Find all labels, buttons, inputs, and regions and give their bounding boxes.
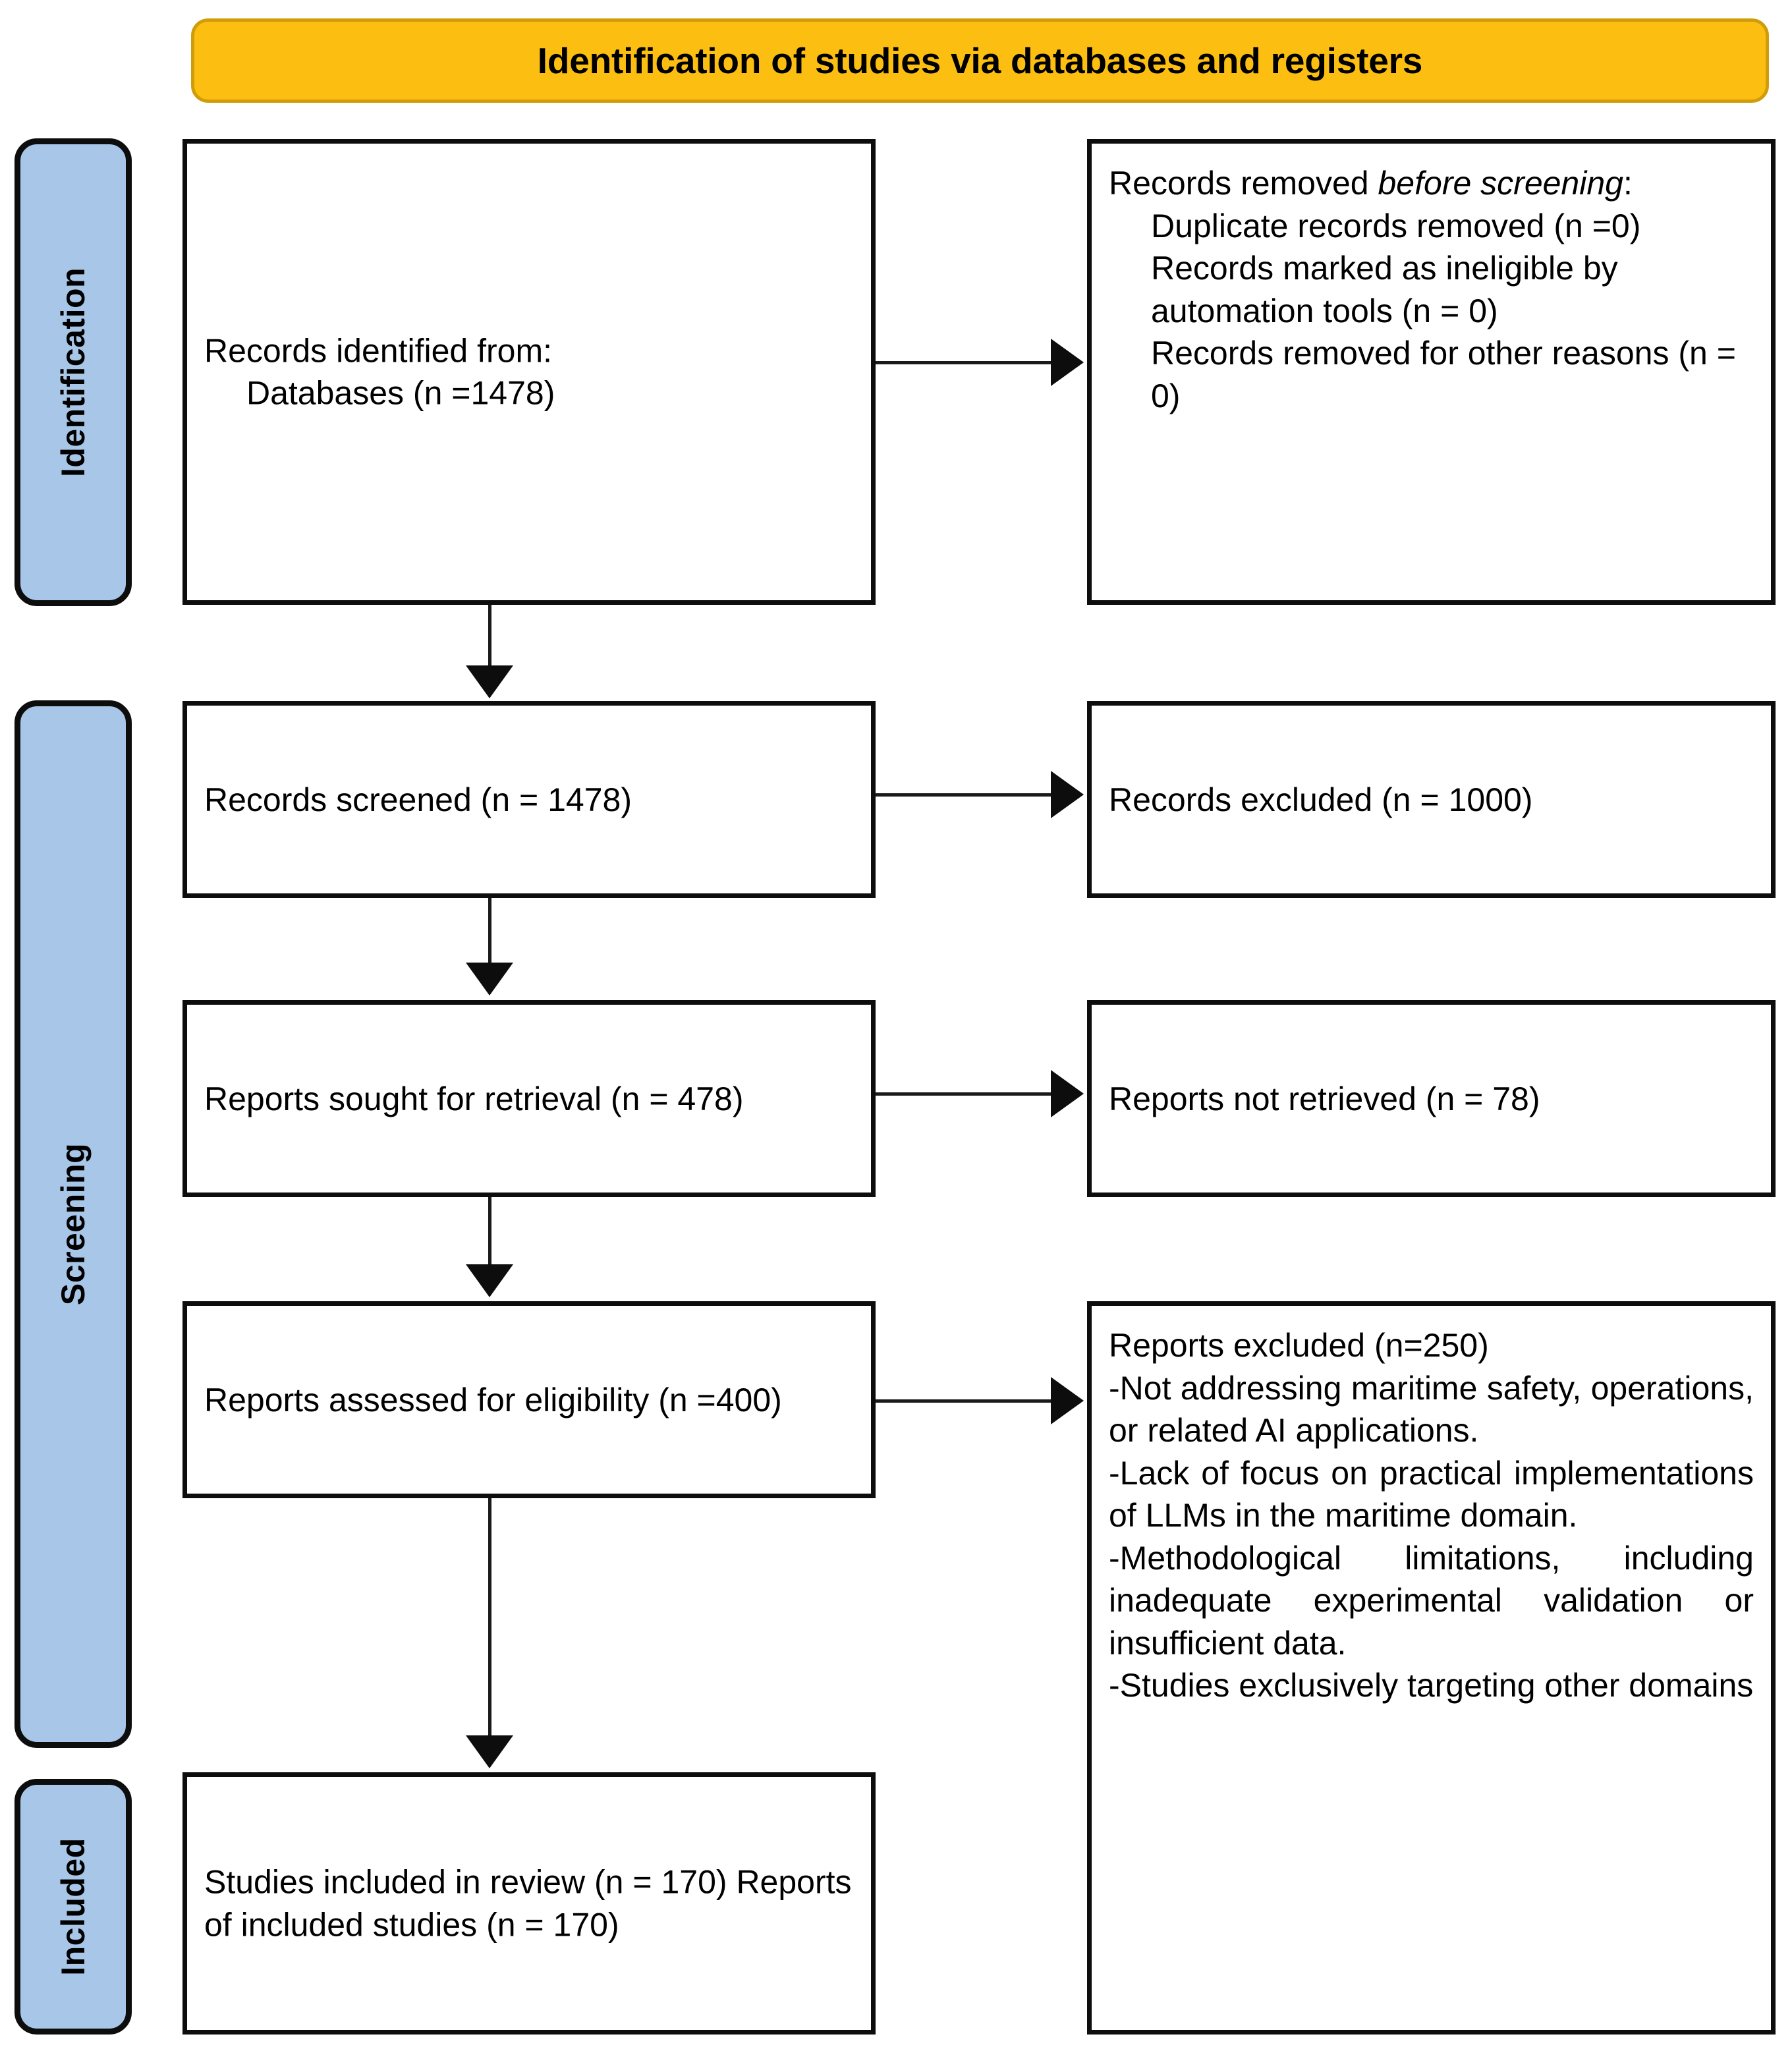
records-removed-item-automation: Records marked as ineligible by automati… (1151, 250, 1618, 329)
box-records-screened: Records screened (n = 1478) (182, 701, 876, 898)
reports-excluded-heading: Reports excluded (n=250) (1109, 1327, 1489, 1364)
reports-excluded-reason-2: -Lack of focus on practical implementati… (1109, 1454, 1754, 1534)
reports-assessed-line2: (n =400) (658, 1381, 782, 1418)
arrow-screened-to-excluded-line (876, 793, 1052, 797)
arrow-sought-to-assessed-line (488, 1197, 491, 1266)
arrow-assessed-to-included-line (488, 1498, 491, 1737)
arrow-identified-to-screened-line (488, 605, 491, 668)
arrow-screened-to-sought-line (488, 898, 491, 964)
arrow-sought-to-not-retrieved-line (876, 1092, 1052, 1096)
arrow-identified-to-removed-head-icon (1051, 339, 1084, 386)
box-records-removed-before-screening: Records removed before screening: Duplic… (1087, 139, 1776, 605)
reports-excluded-reason-1: -Not addressing maritime safety, operati… (1109, 1369, 1754, 1449)
stage-label-screening-text: Screening (55, 1142, 92, 1306)
records-screened-line2: (n = 1478) (480, 781, 632, 818)
arrow-sought-to-assessed-head-icon (466, 1264, 513, 1297)
box-records-excluded: Records excluded (n = 1000) (1087, 701, 1776, 898)
records-removed-heading: Records removed before screening: (1109, 165, 1633, 202)
stage-label-included: Included (14, 1779, 132, 2035)
arrow-assessed-to-reports-excluded-head-icon (1051, 1377, 1084, 1424)
arrow-screened-to-excluded-head-icon (1051, 771, 1084, 818)
stage-label-identification: Identification (14, 138, 132, 606)
records-removed-heading-plain: Records removed (1109, 165, 1378, 202)
reports-excluded-reason-4: -Studies exclusively targeting other dom… (1109, 1667, 1754, 1704)
records-screened-line1: Records screened (204, 781, 472, 818)
stage-label-screening: Screening (14, 700, 132, 1748)
records-removed-heading-italic: before screening (1378, 165, 1623, 202)
diagram-header-banner: Identification of studies via databases … (191, 18, 1769, 103)
studies-included-line4: (n = 170) (486, 1906, 619, 1943)
records-identified-line1: Records identified from: (204, 332, 553, 369)
arrow-assessed-to-reports-excluded-line (876, 1399, 1052, 1403)
reports-not-retrieved-line2: (n = 78) (1425, 1080, 1540, 1117)
records-excluded-line1: Records excluded (1109, 781, 1373, 818)
box-reports-sought-for-retrieval: Reports sought for retrieval (n = 478) (182, 1000, 876, 1197)
records-identified-line2: Databases (n =1478) (246, 374, 555, 412)
box-studies-included-in-review: Studies included in review (n = 170) Rep… (182, 1772, 876, 2035)
box-reports-excluded-reasons: Reports excluded (n=250) -Not addressing… (1087, 1301, 1776, 2035)
arrow-identified-to-removed-line (876, 361, 1052, 364)
box-reports-not-retrieved: Reports not retrieved (n = 78) (1087, 1000, 1776, 1197)
records-removed-item-other: Records removed for other reasons (n = 0… (1151, 335, 1736, 414)
studies-included-line1: Studies included in review (204, 1863, 586, 1901)
box-records-identified: Records identified from: Databases (n =1… (182, 139, 876, 605)
arrow-identified-to-screened-head-icon (466, 665, 513, 698)
box-reports-assessed-for-eligibility: Reports assessed for eligibility (n =400… (182, 1301, 876, 1498)
records-removed-item-duplicate: Duplicate records removed (n =0) (1151, 207, 1641, 244)
arrow-assessed-to-included-head-icon (466, 1735, 513, 1768)
reports-sought-line1: Reports sought for retrieval (204, 1080, 602, 1117)
studies-included-line3: Reports of included studies (204, 1863, 852, 1944)
arrow-screened-to-sought-head-icon (466, 963, 513, 996)
studies-included-line2: (n = 170) (594, 1863, 727, 1901)
reports-assessed-line1: Reports assessed for eligibility (204, 1381, 650, 1418)
arrow-sought-to-not-retrieved-head-icon (1051, 1070, 1084, 1117)
stage-label-included-text: Included (55, 1838, 92, 1976)
records-removed-heading-colon: : (1623, 165, 1633, 202)
reports-excluded-reason-3: -Methodological limitations, including i… (1109, 1539, 1754, 1662)
stage-label-identification-text: Identification (55, 267, 92, 478)
reports-not-retrieved-line1: Reports not retrieved (1109, 1080, 1416, 1117)
page-title: Identification of studies via databases … (537, 40, 1423, 81)
reports-sought-line2: (n = 478) (610, 1080, 744, 1117)
records-excluded-line2: (n = 1000) (1382, 781, 1533, 818)
